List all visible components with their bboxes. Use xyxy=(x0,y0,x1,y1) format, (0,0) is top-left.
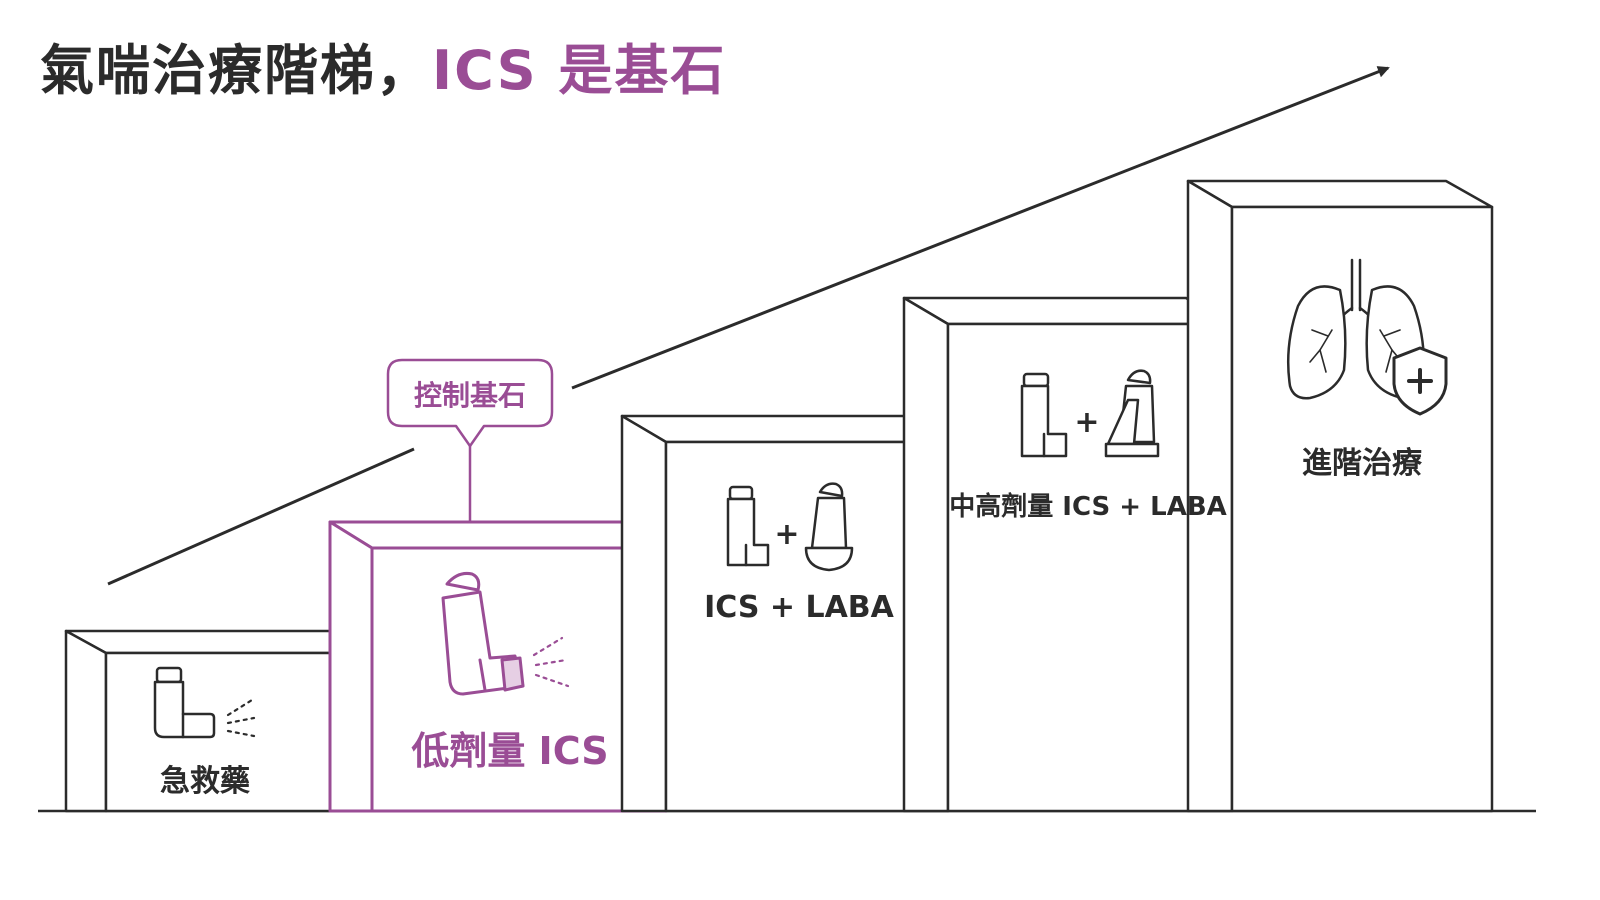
step-advanced xyxy=(1186,179,1494,813)
callout-label: 控制基石 xyxy=(413,379,527,412)
callout-bubble xyxy=(386,358,554,522)
plus-icon: + xyxy=(1074,405,1099,440)
step-label-high-dose-ics-laba: 中高劑量 ICS + LABA xyxy=(949,492,1227,522)
step-high-dose-ics-laba xyxy=(902,296,1232,813)
page-title: 氣喘治療階梯，ICS 是基石 xyxy=(40,26,726,105)
two-inhalers-icon xyxy=(1020,369,1160,458)
step-label-ics-laba: ICS + LABA xyxy=(704,590,894,625)
plus-icon: + xyxy=(774,517,799,552)
step-label-low-dose-ics: 低劑量 ICS xyxy=(411,729,609,773)
title-main: 氣喘治療階梯， xyxy=(40,39,432,102)
step-ics-laba xyxy=(620,414,950,813)
step-label-rescue: 急救藥 xyxy=(160,764,250,799)
trend-arrow xyxy=(107,66,1390,586)
lungs-shield-icon xyxy=(1286,258,1448,416)
two-inhalers-icon xyxy=(726,482,854,572)
title-accent: ICS 是基石 xyxy=(432,39,727,102)
step-label-advanced: 進階治療 xyxy=(1302,446,1422,481)
inhaler-spray-icon xyxy=(441,572,570,696)
rescue-inhaler-icon xyxy=(153,666,256,739)
